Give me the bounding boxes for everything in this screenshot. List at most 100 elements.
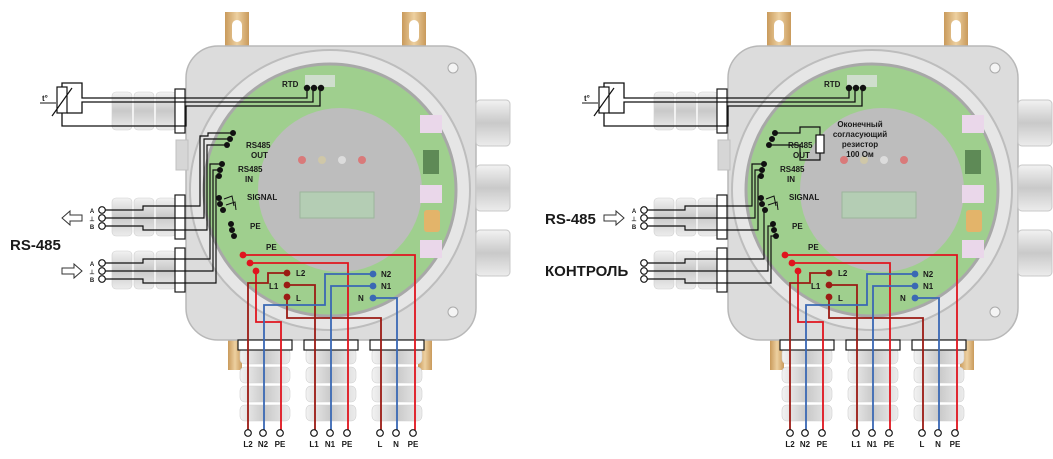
pe-terminal-1 (228, 221, 234, 227)
screw-hole (447, 306, 459, 318)
port-2-terminal-2 (98, 267, 106, 275)
rs485-out-label-2: OUT (793, 151, 810, 160)
arrow-right-icon (61, 262, 83, 280)
pe-power-terminal-2 (788, 259, 796, 267)
component (424, 210, 440, 232)
gland-ring (653, 197, 675, 237)
side-cable-gland-2 (1017, 164, 1053, 212)
gland-ring (781, 385, 833, 403)
n-label: N (900, 294, 906, 303)
port-1-terminal-3 (640, 222, 648, 230)
port-1-pin-label: ⊥ (631, 216, 636, 223)
signal-label: SIGNAL (247, 193, 277, 202)
n1-terminal (369, 282, 377, 290)
l-label: L (296, 294, 301, 303)
neutral-wire-n2 (263, 273, 373, 430)
control-wire-2 (647, 225, 773, 272)
phase-wire-l (286, 297, 382, 430)
signal-jumper-icon (223, 195, 237, 211)
control-title: КОНТРОЛЬ (545, 263, 628, 280)
rtd-sensor-icon (598, 86, 610, 114)
resistor-wire-1 (775, 126, 821, 135)
rs485-out-label-2: OUT (251, 151, 268, 160)
rtd-connector (847, 75, 877, 87)
pe-wire-1 (255, 271, 282, 430)
pe-label-1: PE (792, 222, 803, 231)
termination-resistor-icon (815, 134, 825, 154)
arrow-left-icon (61, 209, 83, 227)
signal-terminal-1 (758, 195, 764, 201)
control-wire-1 (647, 209, 765, 264)
pe-power-terminal-1 (781, 251, 789, 259)
port-2-terminal-3 (640, 275, 648, 283)
bottom-terminal-label: L2 (785, 440, 795, 449)
l1-label: L1 (811, 282, 821, 291)
cable-clamp-rtd (716, 88, 728, 134)
rtd-terminal-3 (859, 84, 867, 92)
bottom-terminal-n1 (868, 429, 876, 437)
pe-wire-2 (250, 262, 349, 430)
bottom-terminal-label: N1 (325, 440, 336, 449)
resistor-note-line: Оконечный (837, 120, 882, 129)
rtd-terminal-1 (303, 84, 311, 92)
bottom-terminal-label: N1 (867, 440, 878, 449)
bottom-terminal-label: N2 (800, 440, 811, 449)
component (962, 115, 984, 133)
component (962, 185, 984, 203)
n2-terminal (369, 270, 377, 278)
n1-label: N1 (923, 282, 934, 291)
resistor-note-line: согласующий (833, 130, 887, 139)
port-1-pin-label: A (632, 209, 637, 215)
gland-ring (653, 250, 675, 290)
bottom-terminal-pe (343, 429, 351, 437)
rs485-in-wire-a (105, 163, 222, 264)
l1-terminal (825, 281, 833, 289)
port-2-terminal-1 (98, 259, 106, 267)
pe-terminal-3 (231, 233, 237, 239)
bottom-terminal-n2 (259, 429, 267, 437)
component (420, 115, 442, 133)
lcd-display (299, 191, 375, 219)
side-cable-gland-2 (475, 164, 511, 212)
bottom-terminal-pe (885, 429, 893, 437)
n-terminal (911, 294, 919, 302)
pe-wire-2 (792, 262, 891, 430)
phase-wire-l1 (829, 284, 858, 430)
screw-hole (447, 62, 459, 74)
l1-terminal (283, 281, 291, 289)
component (420, 240, 442, 258)
rs485-in-wire-gnd (105, 169, 220, 272)
pe-label-1: PE (250, 222, 261, 231)
phase-wire-l (828, 297, 924, 430)
l2-label: L2 (296, 269, 306, 278)
bottom-terminal-l1 (852, 429, 860, 437)
port-1-terminal-1 (640, 206, 648, 214)
neutral-wire-n1 (330, 285, 373, 430)
bottom-terminal-label: PE (408, 440, 419, 449)
resistor-wire-2 (769, 144, 821, 161)
wiring-diagram-left: t°RTDRS485OUTRS485INSIGNALPEPEA⊥BA⊥BRS-4… (10, 12, 511, 449)
lug-hole (232, 20, 242, 42)
status-led-3 (338, 156, 346, 164)
pe-terminal-2 (229, 227, 235, 233)
rs485-out-wire-a (105, 132, 233, 211)
port-2-terminal-2 (640, 267, 648, 275)
port-1-pin-label: A (90, 209, 95, 215)
gland-bottom-1 (781, 347, 833, 422)
rtd-sensor-icon (56, 86, 68, 114)
cable-clamp-gland-bottom-1 (237, 339, 293, 351)
rtd-terminal-2 (852, 84, 860, 92)
cable-clamp-port-1 (716, 194, 728, 240)
bottom-terminal-l (918, 429, 926, 437)
side-cable-gland-3 (475, 229, 511, 277)
bottom-terminal-label: N2 (258, 440, 269, 449)
l-terminal (283, 293, 291, 301)
lug-hole (774, 20, 784, 42)
bottom-terminal-l2 (244, 429, 252, 437)
neutral-wire-n (915, 297, 940, 430)
rs485-in-wire-gnd (647, 169, 762, 219)
pe-wire-1 (797, 271, 824, 430)
bottom-terminal-label: L (378, 440, 383, 449)
